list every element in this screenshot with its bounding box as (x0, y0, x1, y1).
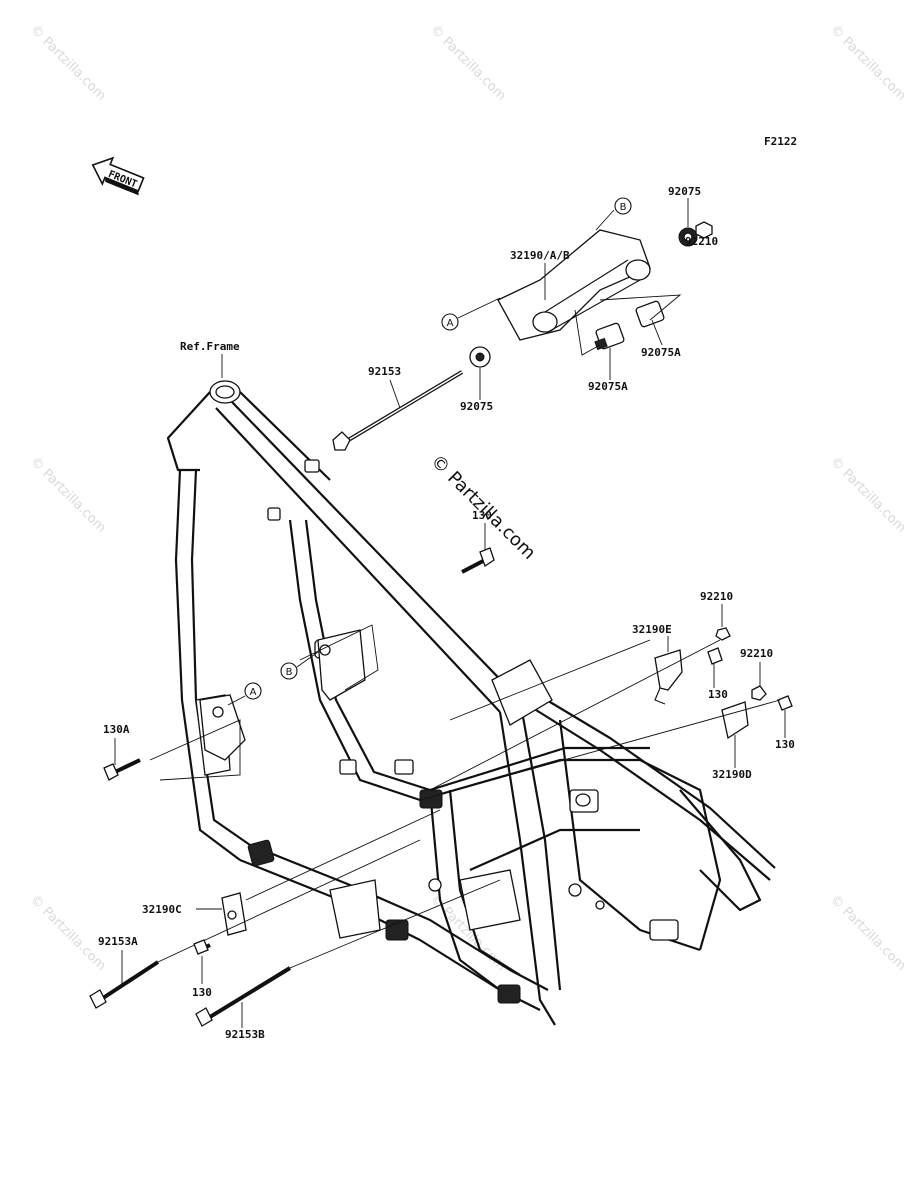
front-arrow-icon: FRONT (91, 156, 145, 196)
callout-130A: 130A (103, 723, 130, 736)
callout-92210-r1: 92210 (700, 590, 733, 603)
circle-label-a-top: A (441, 313, 459, 331)
callout-92075-top: 92075 (668, 185, 701, 198)
circle-label-a-mid: A (244, 682, 262, 700)
callout-92153A: 92153A (98, 935, 138, 948)
bracket-32190D (721, 701, 749, 740)
watermark-mr: © Partzilla.com (827, 454, 909, 536)
bolt-130A (103, 758, 141, 781)
bolt-130-bottom (193, 939, 211, 955)
callout-92210-top: 92210 (685, 235, 718, 248)
motorcycle-frame (166, 380, 776, 1026)
callout-130-r2: 130 (775, 738, 795, 751)
watermark-bl: © Partzilla.com (27, 892, 109, 974)
callout-92075-mid: 92075 (460, 400, 493, 413)
bracket-32190E (654, 649, 683, 705)
engine-mount-bracket-assembly (469, 221, 713, 368)
callout-130-center: 130 (472, 509, 492, 522)
watermark-br: © Partzilla.com (827, 892, 909, 974)
bolt-92153A (89, 960, 160, 1009)
callout-92153B: 92153B (225, 1028, 265, 1041)
callout-130-bottom: 130 (192, 986, 212, 999)
svg-text:B: B (620, 202, 627, 213)
callout-92075A-mid: 92075A (588, 380, 628, 393)
callout-92075A-right: 92075A (641, 346, 681, 359)
right-fasteners (707, 627, 793, 711)
bolt-92153B (195, 966, 292, 1027)
center-watermark: © Partzilla.com (426, 451, 539, 564)
callout-32190E: 32190E (632, 623, 672, 636)
bracket-b-left (299, 624, 379, 701)
svg-text:A: A (250, 687, 257, 698)
callouts: 92075 B 32190/A/B 92210 A 92075A 92075A … (98, 185, 795, 1041)
callout-32190ab: 32190/A/B (510, 249, 570, 262)
callout-32190C: 32190C (142, 903, 182, 916)
circle-label-b-mid: B (280, 662, 298, 680)
circle-label-b-top: B (614, 197, 632, 215)
callout-92153: 92153 (368, 365, 401, 378)
bracket-a-left (149, 694, 246, 781)
callout-92210-r2: 92210 (740, 647, 773, 660)
watermark-tc: © Partzilla.com (427, 22, 509, 104)
watermark-tr: © Partzilla.com (827, 22, 909, 104)
diagram-code: F2122 (764, 135, 797, 148)
bolt-130-center (461, 547, 495, 574)
callout-130-r1: 130 (708, 688, 728, 701)
watermark-ml: © Partzilla.com (27, 454, 109, 536)
callout-32190D: 32190D (712, 768, 752, 781)
ref-frame-label: Ref.Frame (180, 340, 240, 353)
bolt-92153 (332, 370, 464, 451)
svg-text:A: A (447, 318, 454, 329)
rubber-bushing-icon (594, 300, 665, 351)
watermark-tl: © Partzilla.com (27, 22, 109, 104)
bracket-32190C (221, 892, 247, 936)
svg-text:B: B (286, 667, 293, 678)
